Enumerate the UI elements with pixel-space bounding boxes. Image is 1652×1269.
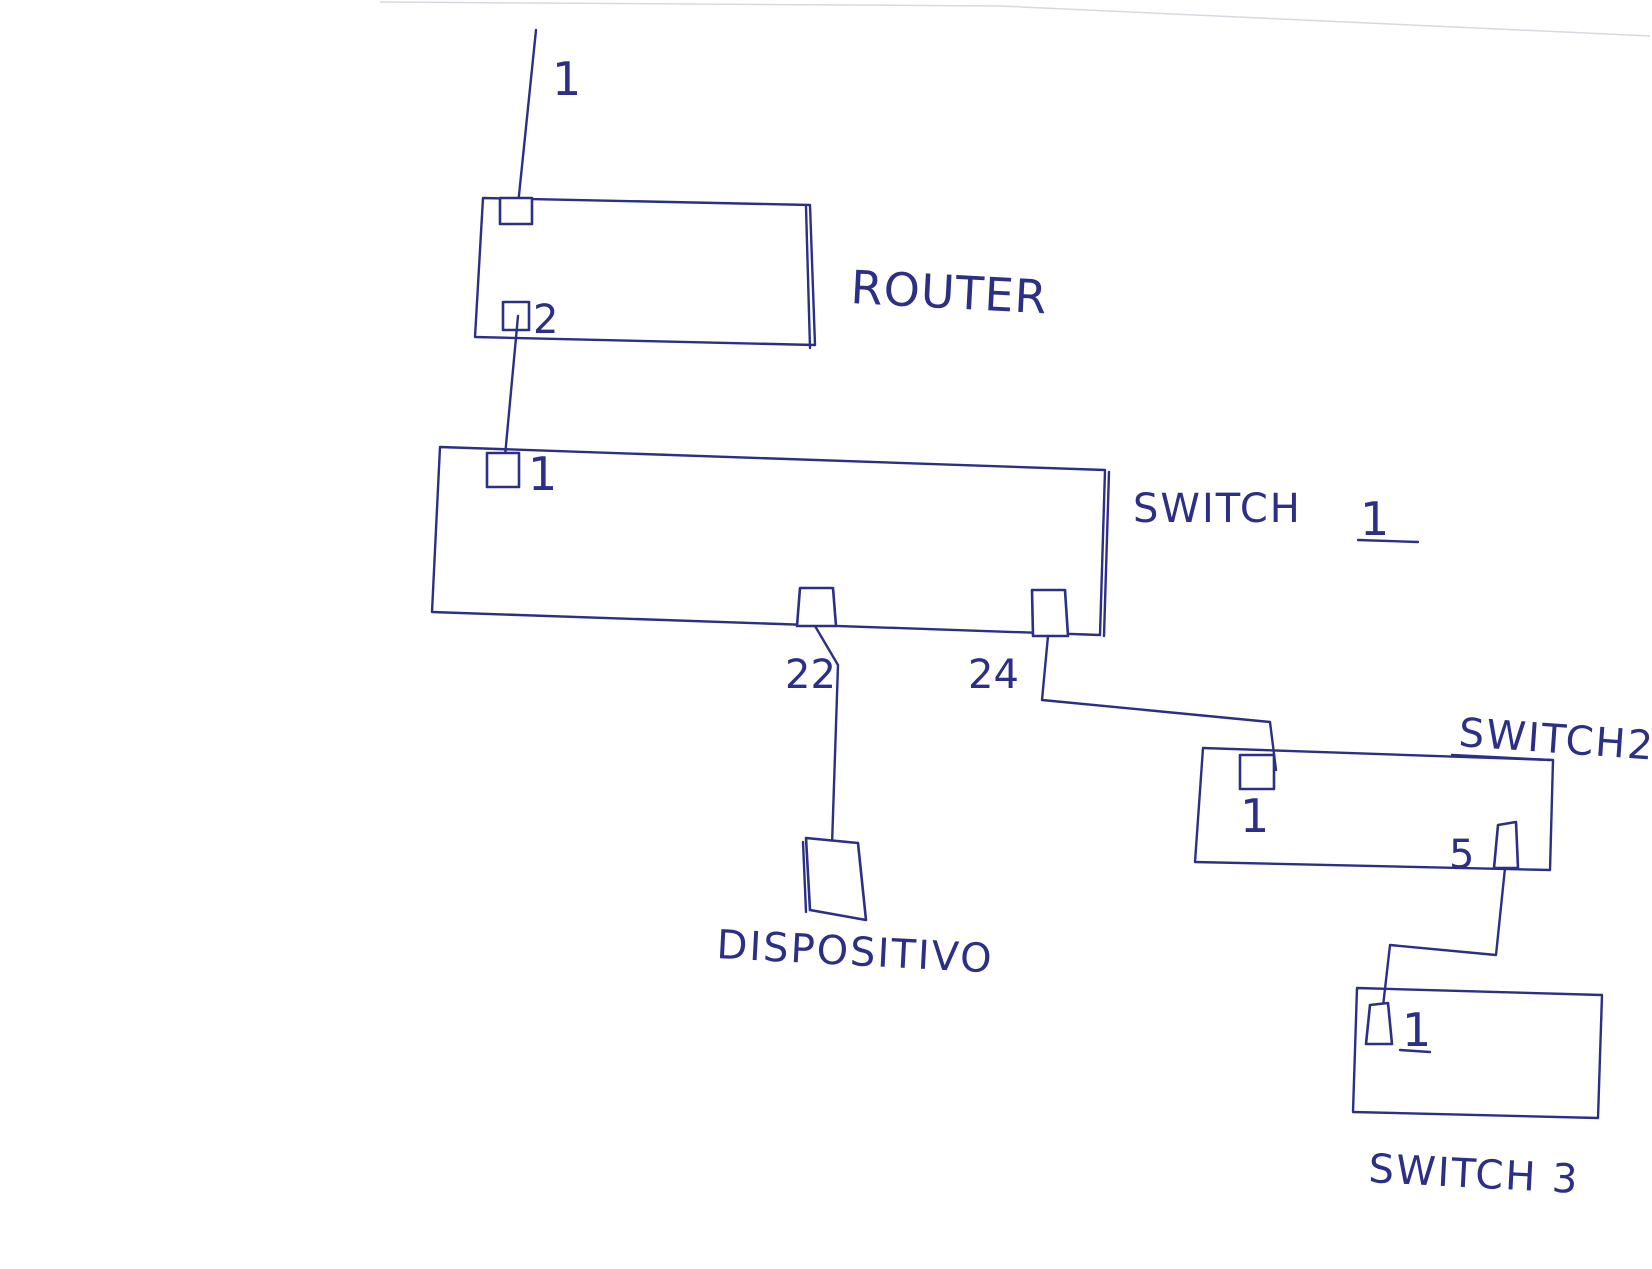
switch1-port-24-label: 24 [968,652,1019,698]
switch3-label: SWITCH 3 [1367,1146,1580,1203]
router-port-2-label: 2 [533,297,558,343]
device-label: DISPOSITIVO [715,922,994,982]
switch2-port-5-label: 5 [1449,832,1474,878]
router-port-1 [498,196,534,226]
switch-1: 1 22 24 SWITCH 1 [430,445,1420,698]
switch1-port-22-label: 22 [785,652,836,698]
device-box [804,836,868,922]
switch3-port-1 [1364,1001,1394,1046]
uplink-cable [516,28,538,207]
router-box [473,196,817,347]
switch3-box [1351,986,1604,1120]
switch3-port-1-label: 1 [1402,1003,1432,1057]
switch1-box-edge [1102,470,1111,638]
router-label: ROUTER [849,260,1049,324]
switch2-label-underline [1450,753,1552,762]
switch1-port-24 [1030,588,1070,638]
switch1-number: 1 [1360,492,1390,546]
switch2-port-1-label: 1 [1240,789,1270,843]
switch2-switch3-cable [1380,866,1507,1017]
switch1-device-cable [813,624,840,847]
switch3-port-underline [1398,1048,1432,1054]
switch1-label: SWITCH [1133,486,1302,532]
switch1-switch2-cable [1040,634,1278,772]
switch1-box [430,445,1107,637]
switch-3: 1 SWITCH 3 [1351,986,1604,1203]
router-switch1-cable [503,314,520,458]
uplink-port-label: 1 [552,52,582,106]
device-box-edge [801,840,808,914]
switch2-label: SWITCH2 [1457,710,1652,770]
router: 2 ROUTER [473,196,1049,350]
switch-2: 1 5 SWITCH2 [1193,710,1652,878]
switch2-port-5 [1492,820,1520,870]
switch2-port-1 [1238,753,1276,791]
switch1-port-1 [485,451,521,489]
switch1-port-22 [795,586,838,628]
paper-edge [379,1,1651,37]
switch1-port-1-label: 1 [528,447,558,501]
switch2-box [1193,746,1555,872]
router-box-edge [804,205,812,350]
device: DISPOSITIVO [715,836,995,982]
switch1-number-underline [1356,538,1420,544]
